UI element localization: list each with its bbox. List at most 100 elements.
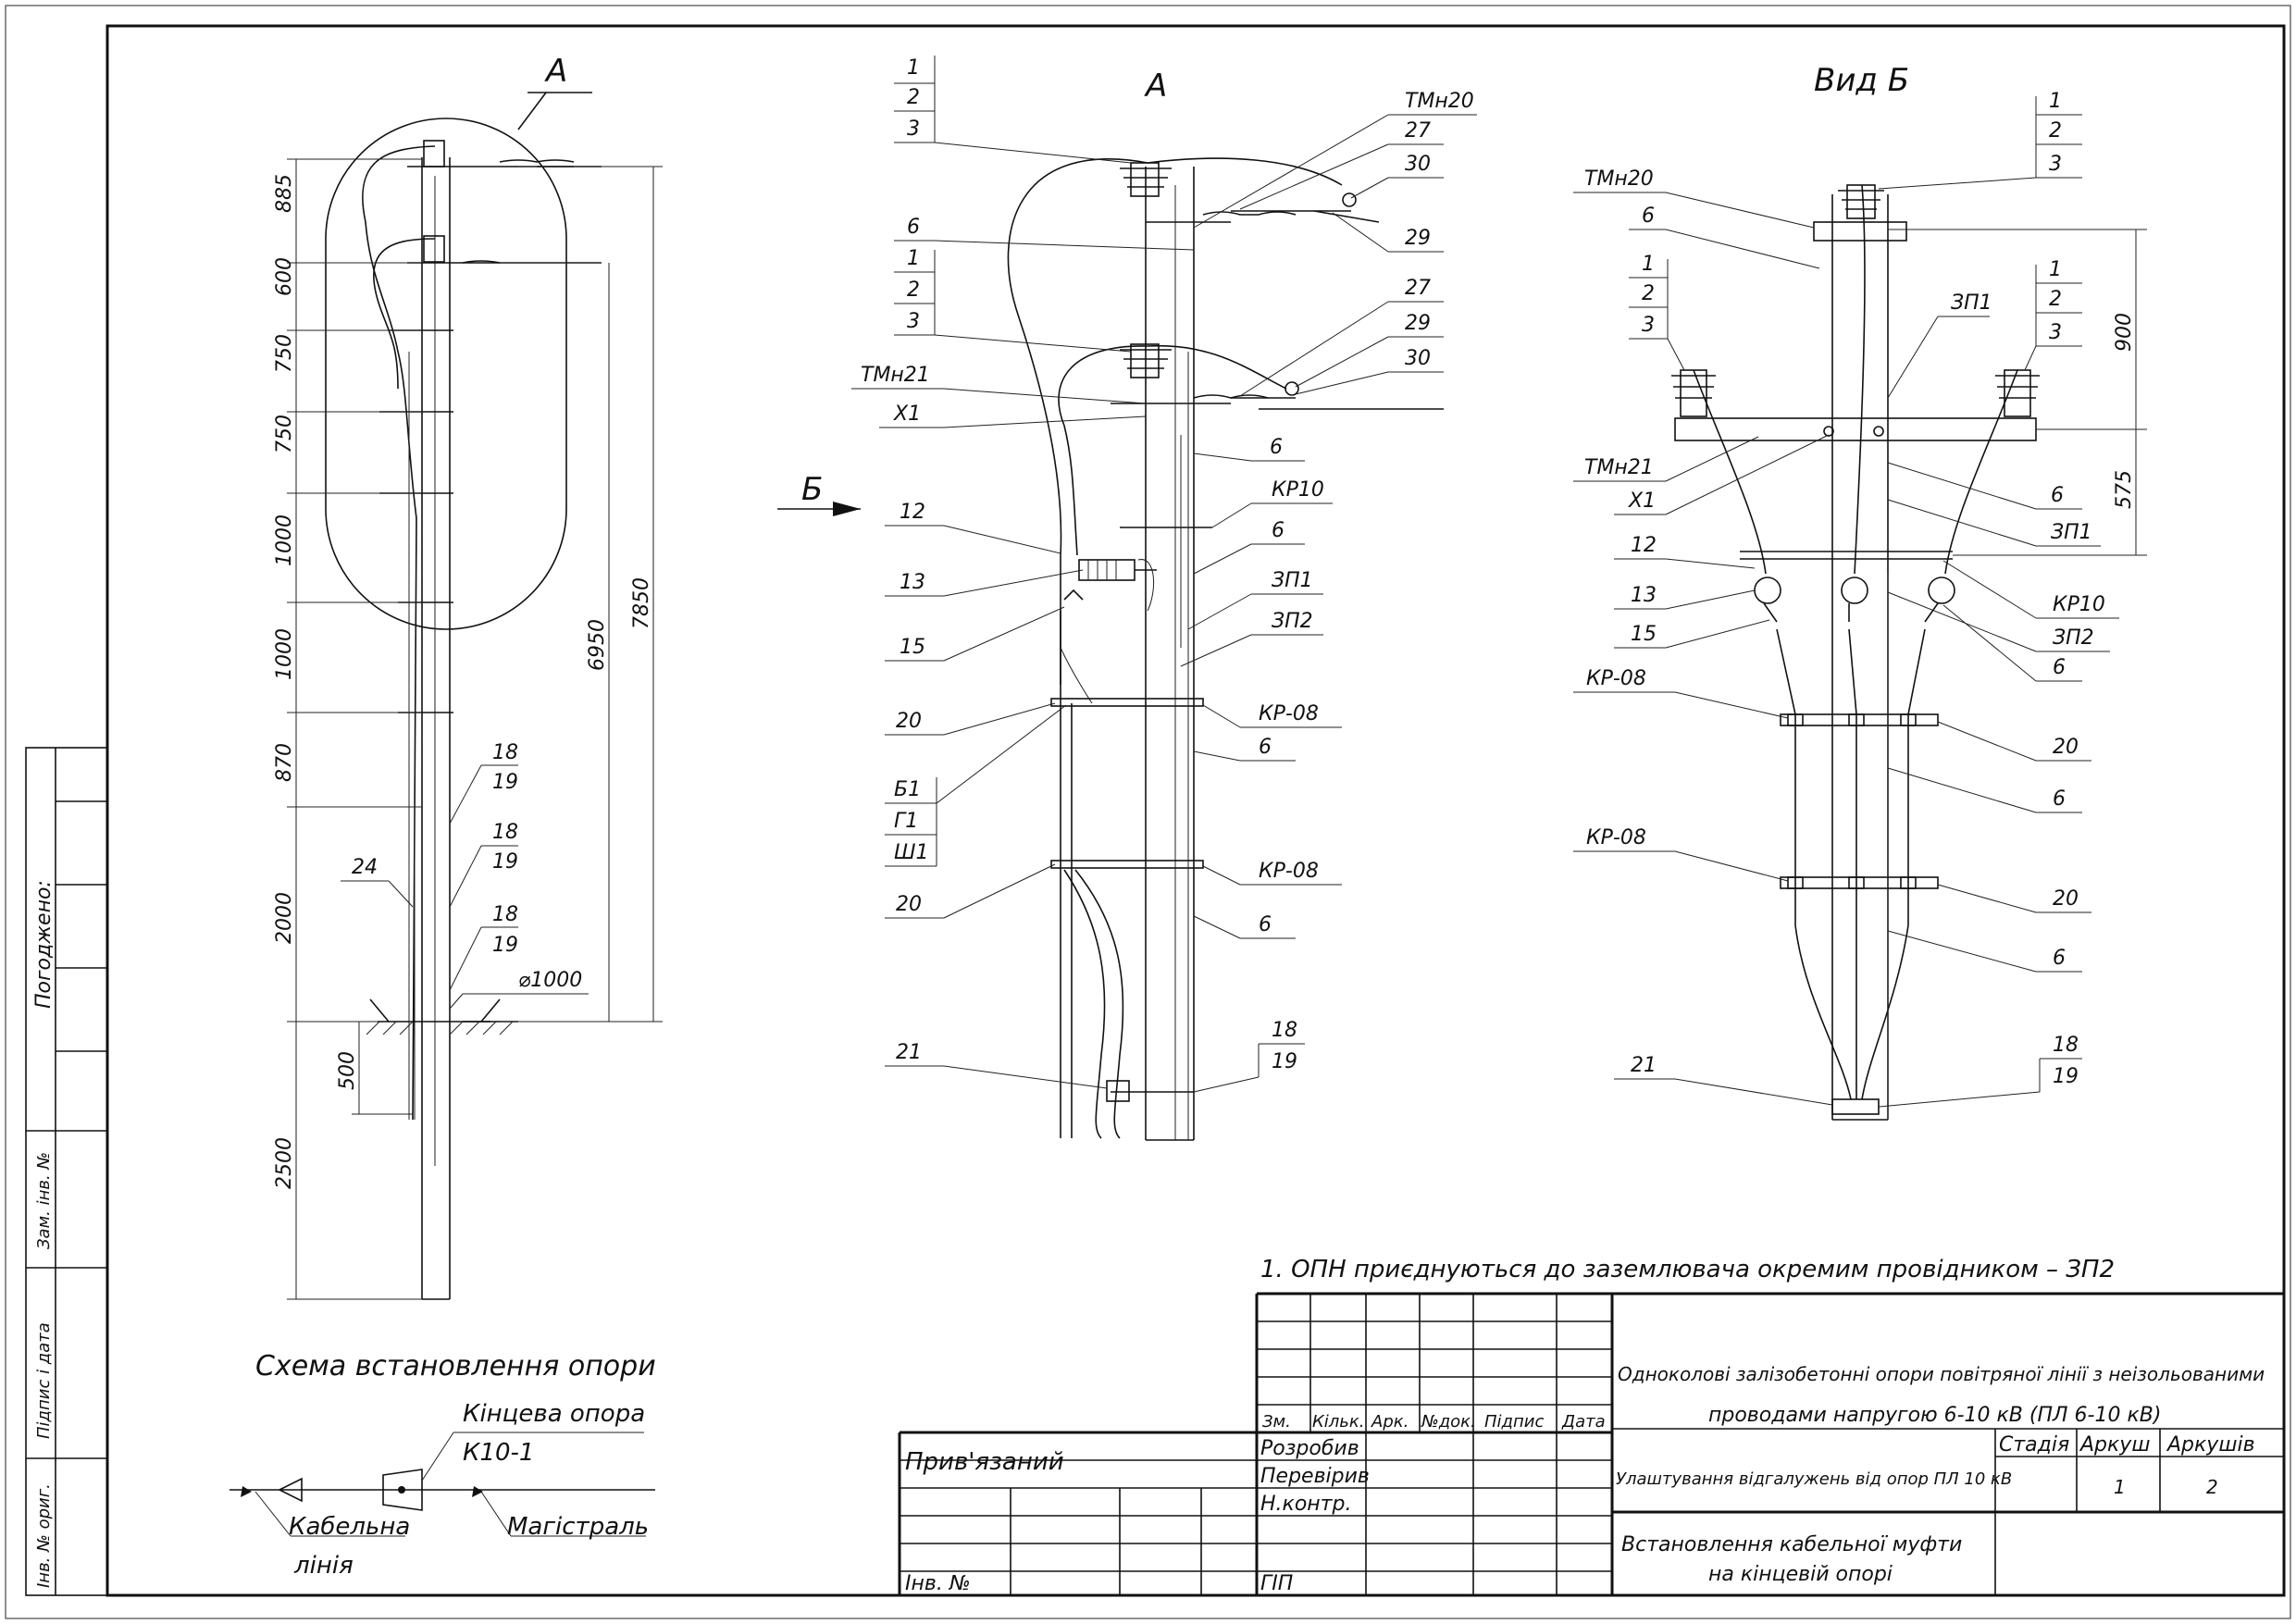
rr-label-kr10: КР10 — [2053, 593, 2105, 616]
mid-label-kr10: КР10 — [1272, 478, 1324, 502]
mid-label-zp1: ЗП1 — [1272, 569, 1313, 592]
header-ark: Арк. — [1371, 1412, 1409, 1432]
stage-label: Стадія — [1999, 1433, 2069, 1457]
r-label-13: 13 — [1631, 584, 1657, 607]
mid-label-27-b: 27 — [1405, 277, 1431, 300]
project-title-line-1: Одноколові залізобетонні опори повітряно… — [1618, 1363, 2265, 1385]
mid-label-2-a: 2 — [907, 86, 920, 109]
mid-label-3-a: 3 — [907, 118, 920, 141]
r-label-tmn21: ТМн21 — [1584, 456, 1654, 479]
scheme-title: Схема встановлення опори — [255, 1350, 656, 1382]
sheet-subject: Улаштування відгалужень від опор ПЛ 10 к… — [1616, 1469, 2012, 1489]
pole-code-label: К10-1 — [463, 1439, 534, 1467]
dim-7850: 7850 — [630, 577, 653, 629]
header-ndok: №док. — [1421, 1412, 1476, 1432]
outer-border — [5, 5, 2291, 1619]
mid-label-kr08-a: КР-08 — [1259, 702, 1319, 725]
dim-500: 500 — [336, 1051, 359, 1090]
mid-label-15: 15 — [900, 636, 925, 659]
cable-line-label-1: Кабельна — [289, 1513, 410, 1541]
mid-label-6-d: 6 — [1259, 736, 1272, 759]
middle-view-title: А — [1144, 68, 1167, 105]
rr-label-18: 18 — [2053, 1034, 2079, 1057]
r-label-12: 12 — [1631, 534, 1657, 557]
right-left-callouts: ТМн20 6 1 2 3 ТМн21 Х1 12 13 15 — [1573, 167, 1833, 1106]
drawing-title-line-1: Встановлення кабельної муфти — [1621, 1533, 1962, 1556]
role-norm-control: Н.контр. — [1260, 1493, 1351, 1516]
left-label-19-a: 19 — [492, 771, 518, 794]
mid-label-30-b: 30 — [1405, 347, 1431, 370]
mid-label-kr08-b: КР-08 — [1259, 860, 1319, 883]
role-developed: Розробив — [1260, 1437, 1359, 1460]
inv-no-label: Інв. № — [905, 1572, 971, 1595]
mid-label-21: 21 — [896, 1041, 922, 1064]
mid-label-29-a: 29 — [1405, 227, 1431, 250]
left-pole-view: А — [273, 53, 663, 1300]
mid-label-27-a: 27 — [1405, 119, 1431, 143]
dim-diameter: ⌀1000 — [518, 969, 582, 992]
middle-left-callouts: 1 2 3 6 1 2 3 ТМн21 Х1 12 13 15 — [851, 56, 1195, 1089]
rr-label-zp2: ЗП2 — [2053, 626, 2094, 650]
mid-label-6-e: 6 — [1259, 913, 1272, 936]
dim-1000-b: 1000 — [273, 628, 296, 680]
mid-label-19: 19 — [1272, 1050, 1297, 1073]
mid-label-13: 13 — [900, 571, 925, 594]
rr-label-3-a: 3 — [2049, 153, 2062, 176]
detail-a-outline — [325, 118, 567, 630]
mid-label-29-b: 29 — [1405, 312, 1431, 335]
mid-label-2-b: 2 — [907, 279, 920, 302]
mid-label-6-b: 6 — [1270, 436, 1283, 459]
sheets-label: Аркушів — [2166, 1433, 2255, 1457]
cable-line-label-2: лінія — [293, 1552, 354, 1580]
rr-label-1-a: 1 — [2049, 90, 2062, 113]
mid-label-b1: Б1 — [894, 778, 921, 801]
cable-line-marker-icon — [278, 1477, 303, 1503]
mid-label-tmn20: ТМн20 — [1405, 90, 1474, 113]
mid-label-20-b: 20 — [896, 893, 922, 916]
end-pole-label: Кінцева опора — [463, 1400, 645, 1428]
left-label-18-c: 18 — [492, 903, 518, 926]
rr-label-2-a: 2 — [2049, 119, 2062, 143]
replace-inv-label: Зам. інв. № — [34, 1152, 54, 1249]
rr-label-zp1-b: ЗП1 — [2051, 521, 2092, 544]
mid-label-6-c: 6 — [1272, 519, 1285, 542]
r-label-15: 15 — [1631, 623, 1657, 646]
header-data: Дата — [1561, 1412, 1606, 1432]
mid-label-sh1: Ш1 — [894, 841, 929, 864]
dim-6950: 6950 — [586, 619, 609, 671]
agreed-label: Погоджено: — [32, 880, 56, 1009]
header-kilk: Кільк. — [1312, 1412, 1365, 1432]
r-label-2-a: 2 — [1642, 282, 1655, 305]
mid-label-zp2: ЗП2 — [1272, 610, 1313, 633]
rr-label-2-b: 2 — [2049, 288, 2062, 311]
mid-label-1-a: 1 — [907, 56, 920, 80]
orig-inv-label: Інв. № ориг. — [34, 1483, 54, 1588]
dim-750-b: 750 — [273, 415, 296, 453]
mid-label-20-a: 20 — [896, 710, 922, 733]
mid-label-g1: Г1 — [894, 810, 918, 833]
sheet-value: 1 — [2114, 1476, 2126, 1498]
r-label-1-a: 1 — [1642, 253, 1655, 276]
right-right-callouts: 1 2 3 ЗП1 1 2 3 6 ЗП1 КР10 ЗП2 6 — [1878, 90, 2119, 1108]
left-label-24: 24 — [352, 856, 378, 879]
rr-label-zp1-a: ЗП1 — [1951, 291, 1992, 315]
mid-label-tmn21: ТМн21 — [861, 364, 930, 387]
drawing-title-line-2: на кінцевій опорі — [1708, 1563, 1893, 1586]
left-label-18-a: 18 — [492, 741, 518, 764]
r-label-x1: Х1 — [1628, 490, 1656, 513]
rr-label-6-d: 6 — [2053, 947, 2066, 970]
header-zm: Зм. — [1262, 1412, 1291, 1432]
middle-right-callouts: ТМн20 27 30 29 27 29 30 6 КР10 — [1180, 90, 1477, 1093]
title-block: Зм. Кільк. Арк. №док. Підпис Дата Розроб… — [898, 1292, 2284, 1595]
mid-label-12: 12 — [900, 501, 925, 524]
mid-label-1-b: 1 — [907, 247, 920, 270]
r-label-6-a: 6 — [1642, 205, 1655, 228]
role-gip: ГІП — [1260, 1572, 1293, 1595]
mid-label-x1: Х1 — [893, 403, 921, 426]
rr-label-20-a: 20 — [2053, 736, 2079, 759]
r-label-21: 21 — [1631, 1054, 1657, 1077]
installation-scheme: Схема встановлення опори Кінцева опора К… — [230, 1350, 656, 1580]
dim-1000-a: 1000 — [273, 514, 296, 566]
end-pole-symbol-icon — [382, 1469, 423, 1511]
